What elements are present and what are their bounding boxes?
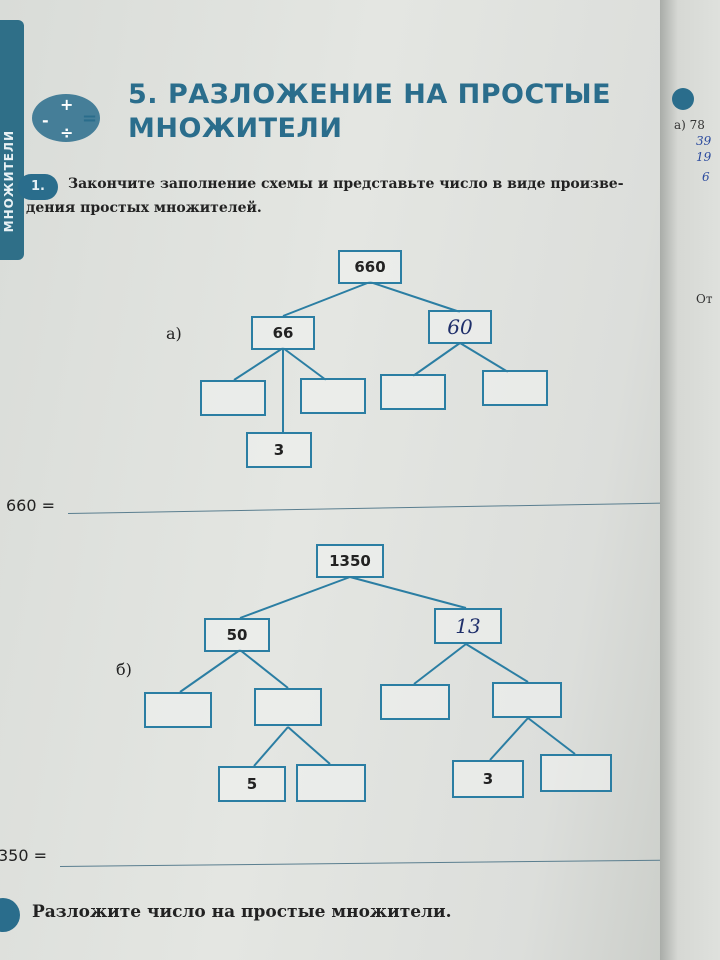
title-line-1: 5. РАЗЛОЖЕНИЕ НА ПРОСТЫЕ (128, 79, 612, 110)
tree-a-left-box: 66 (251, 316, 315, 350)
tree-a-root-box: 660 (338, 250, 402, 284)
tree-a-empty-box-3[interactable] (380, 374, 446, 410)
tree-b-box-5: 5 (218, 766, 286, 802)
task-number-badge: 1. (18, 174, 58, 200)
task-instruction: Закончите заполнение схемы и представьте… (26, 172, 668, 220)
svg-text:=: = (82, 108, 97, 129)
tree-a-empty-box-1[interactable] (200, 380, 266, 416)
tree-b-empty-box-4[interactable] (492, 682, 562, 718)
factor-tree-connectors (179, 281, 576, 767)
task-text-line-2: дения простых множителей. (26, 200, 262, 216)
adjacent-page-text-ot: От (696, 292, 713, 306)
tree-b-empty-box-6[interactable] (540, 754, 612, 792)
math-operations-icon: + - ÷ = (32, 94, 100, 142)
section-title: 5. РАЗЛОЖЕНИЕ НА ПРОСТЫЕ МНОЖИТЕЛИ (128, 78, 648, 146)
adjacent-page-badge (672, 88, 694, 110)
tree-b-empty-box-2[interactable] (254, 688, 322, 726)
svg-text:+: + (60, 95, 73, 114)
tree-b-empty-box-3[interactable] (380, 684, 450, 720)
part-b-label: б) (116, 660, 132, 679)
adjacent-page: а) 78 39 19 6 От (660, 0, 720, 960)
tree-b-empty-box-5[interactable] (296, 764, 366, 802)
adjacent-page-handwriting-1: 39 (696, 134, 712, 148)
title-line-2: МНОЖИТЕЛИ (128, 113, 343, 144)
adjacent-page-item-a: а) 78 (674, 118, 705, 132)
tree-a-box-3: 3 (246, 432, 312, 468)
tree-a-right-box-handwritten[interactable]: 60 (428, 310, 492, 344)
tree-b-box-3: 3 (452, 760, 524, 798)
task2-number-badge (0, 898, 20, 932)
svg-text:-: - (42, 111, 49, 130)
adjacent-page-handwriting-3: 6 (702, 170, 710, 184)
tree-a-empty-box-2[interactable] (300, 378, 366, 414)
equation-b-label: 350 = (0, 846, 48, 865)
tree-b-root-box: 1350 (316, 544, 384, 578)
tree-b-empty-box-1[interactable] (144, 692, 212, 728)
workbook-page: МНОЖИТЕЛИ + - ÷ = 5. РАЗЛОЖЕНИЕ НА ПРОСТ… (0, 0, 690, 960)
task2-instruction: Разложите число на простые множители. (32, 902, 452, 922)
task-text-line-1: Закончите заполнение схемы и представьте… (68, 176, 624, 192)
part-a-label: а) (166, 324, 182, 343)
equation-a-label: 660 = (6, 496, 56, 515)
svg-text:÷: ÷ (60, 123, 73, 142)
tree-a-empty-box-4[interactable] (482, 370, 548, 406)
tree-b-right-box-handwritten[interactable]: 13 (434, 608, 502, 644)
chapter-side-tab: МНОЖИТЕЛИ (0, 20, 24, 260)
tree-b-left-box: 50 (204, 618, 270, 652)
adjacent-page-handwriting-2: 19 (696, 150, 712, 164)
